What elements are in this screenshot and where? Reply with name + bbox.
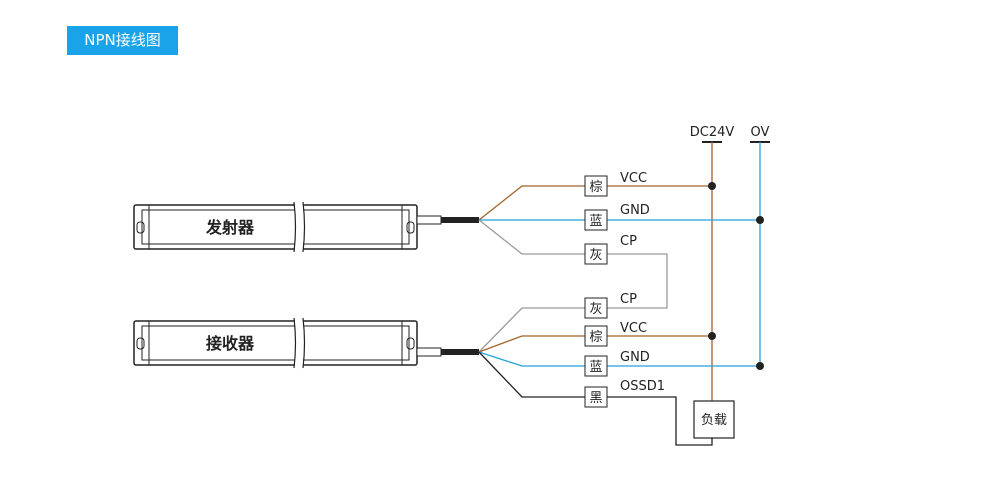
receiver-vcc-wire [478, 335, 712, 353]
wire-signal-label: OSSD1 [620, 379, 665, 394]
junction-dot [756, 216, 764, 224]
junction-dot [756, 362, 764, 370]
junction-dot [708, 182, 716, 190]
load-label: 负载 [701, 413, 727, 428]
wire-signal-label: CP [620, 234, 637, 249]
wire-color-label: 黑 [589, 391, 602, 406]
wire-color-label: 灰 [589, 302, 602, 317]
junction-dot [708, 332, 716, 340]
diagram-title: NPN接线图 [67, 26, 178, 55]
wire-signal-label: GND [620, 350, 650, 365]
wire-color-label: 蓝 [589, 360, 602, 375]
dc24v-label: DC24V [690, 125, 735, 140]
wire-color-label: 棕 [589, 180, 602, 195]
ov-label: OV [751, 125, 770, 140]
receiver-gnd-wire [478, 351, 760, 367]
wire-color-label: 棕 [589, 330, 602, 345]
emitter-vcc-wire [478, 185, 712, 221]
load-box [693, 400, 735, 439]
receiver-ossd1-wire [478, 351, 713, 446]
emitter-wire-labels: 棕 VCC 蓝 GND 灰 CP [584, 171, 650, 265]
receiver-device: 接收器 [133, 317, 479, 369]
emitter-device: 发射器 [133, 201, 479, 253]
wire-signal-label: CP [620, 292, 637, 307]
receiver-label: 接收器 [206, 334, 255, 353]
receiver-wire-labels: 灰 CP 棕 VCC 蓝 GND 黑 OSSD1 [584, 292, 665, 408]
wire-color-label: 蓝 [589, 214, 602, 229]
wire-signal-label: GND [620, 203, 650, 218]
cp-link-wire [478, 219, 668, 353]
wire-signal-label: VCC [620, 321, 647, 336]
wire-signal-label: VCC [620, 171, 647, 186]
emitter-label: 发射器 [205, 218, 255, 237]
wire-color-label: 灰 [589, 248, 602, 263]
